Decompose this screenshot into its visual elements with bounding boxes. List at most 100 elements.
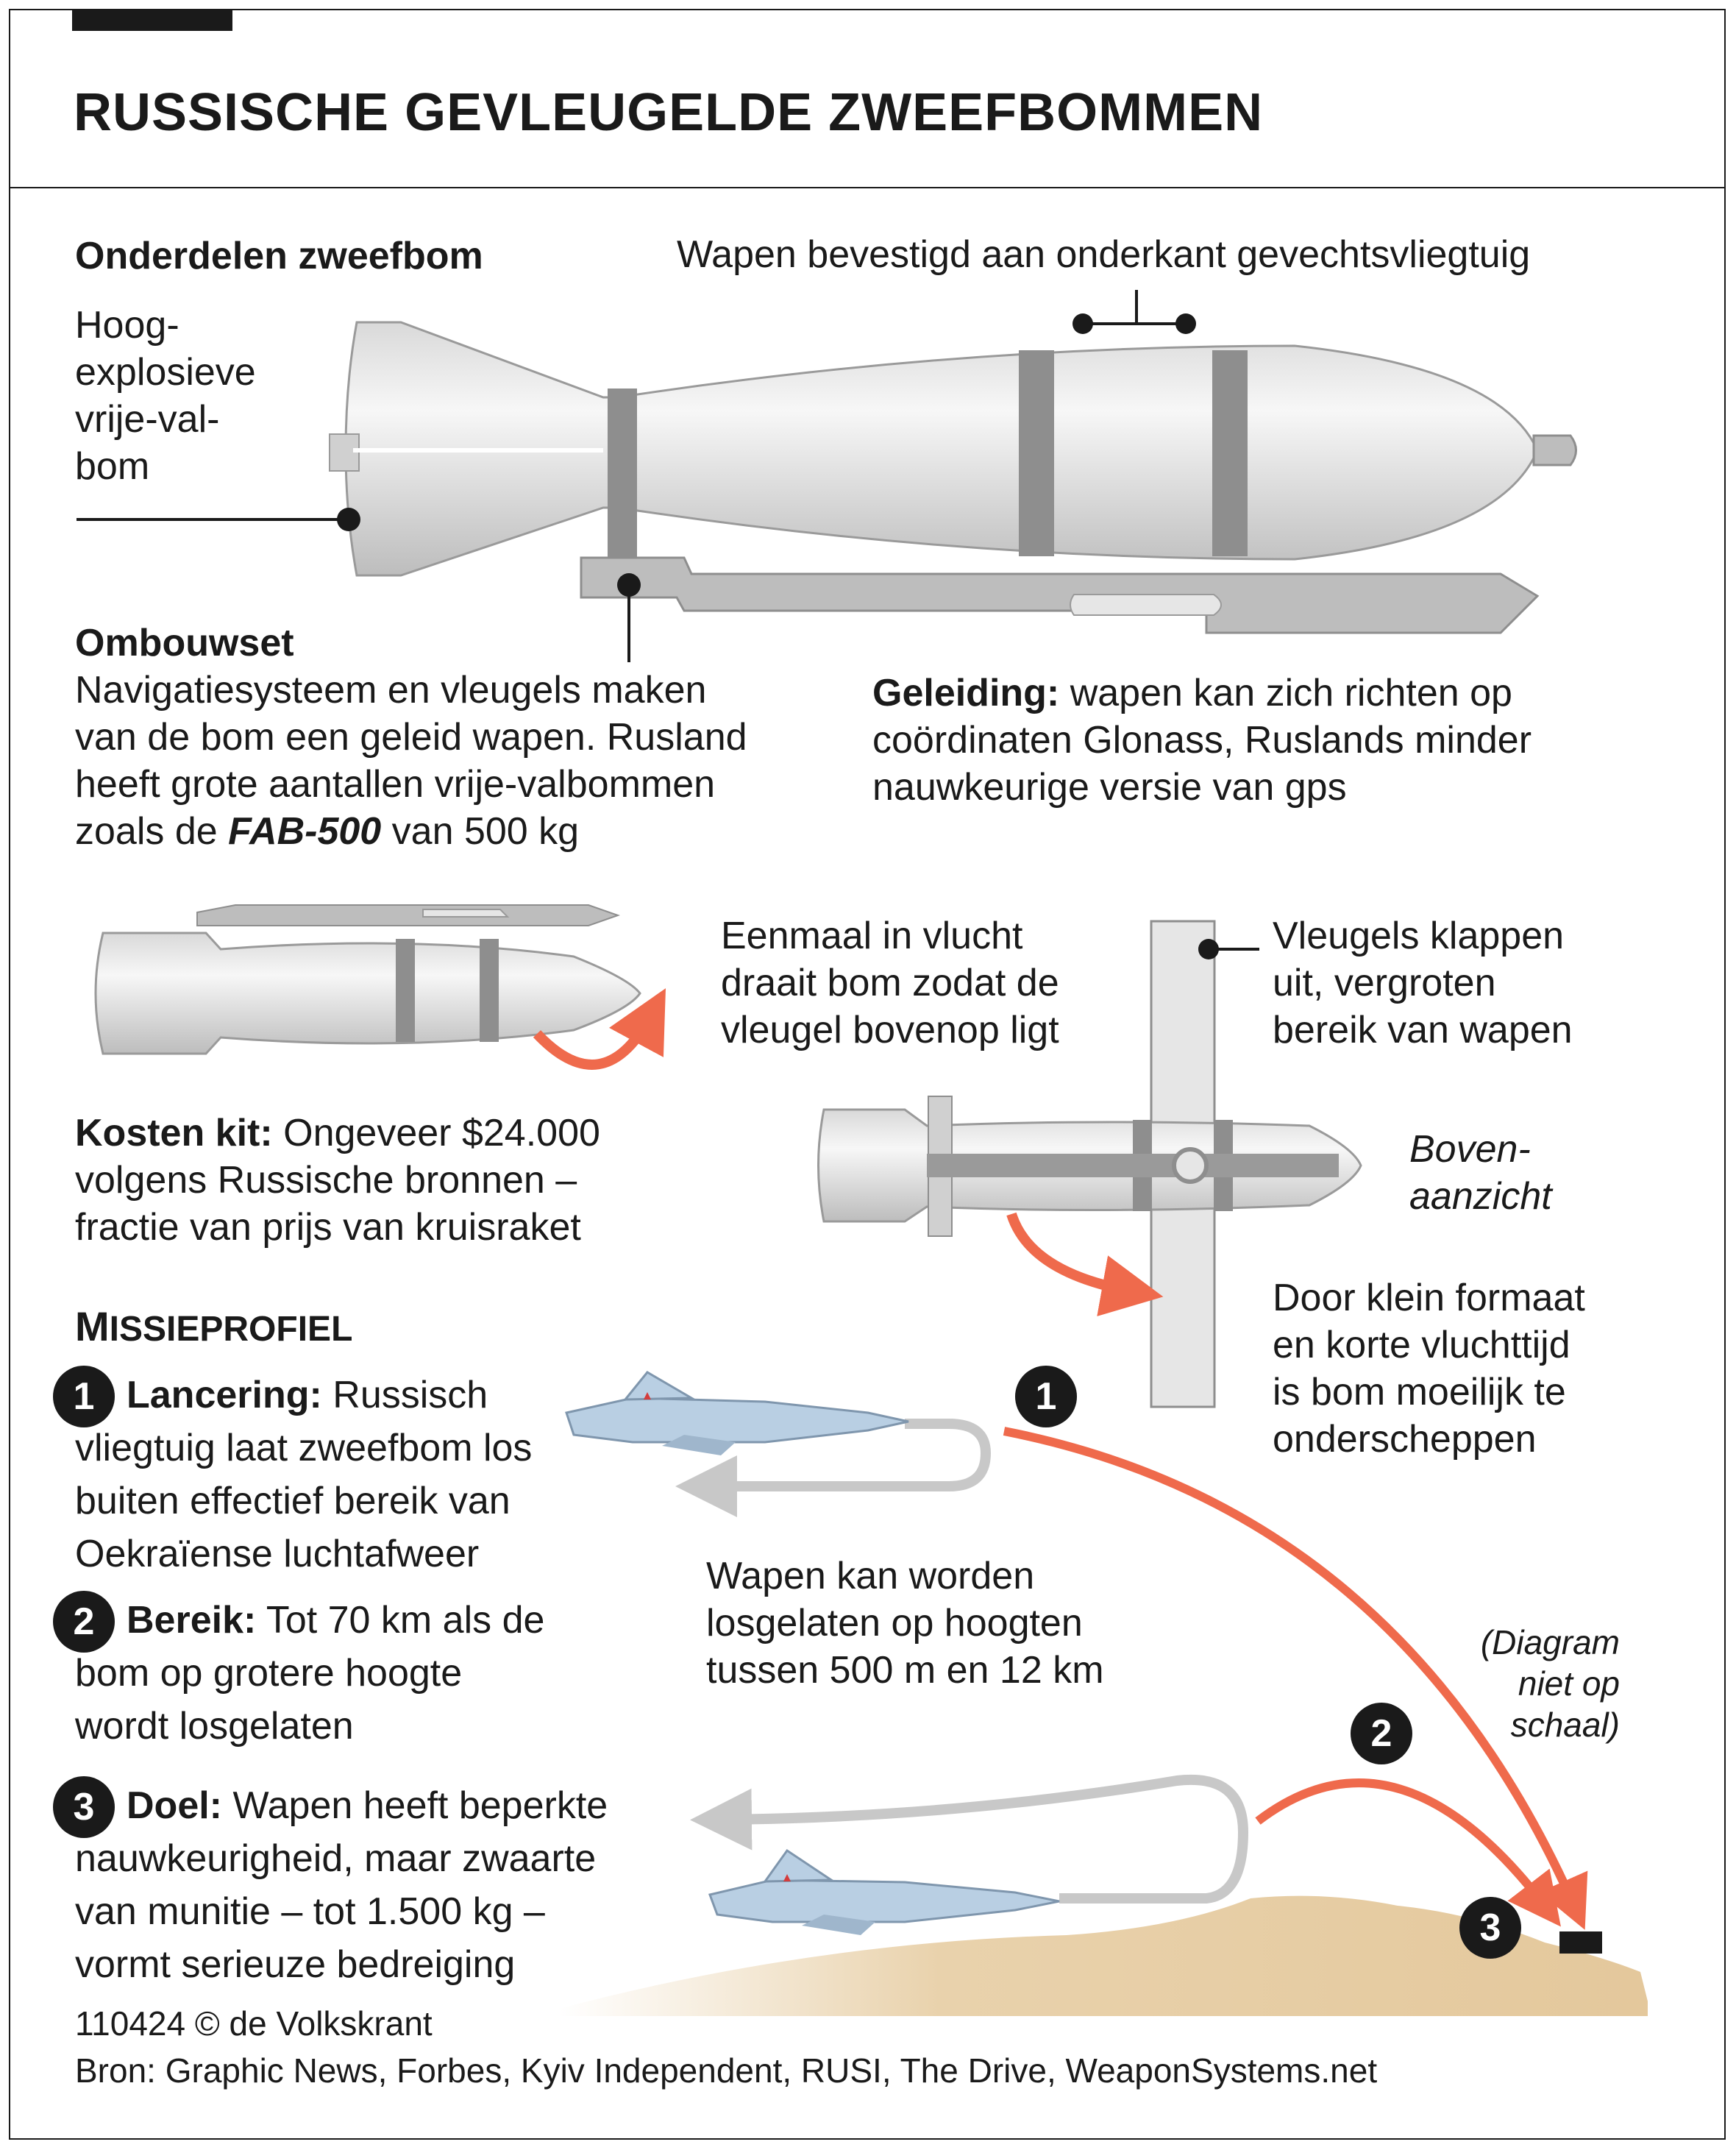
step-2-line: wordt losgelaten [75,1705,354,1748]
top-view-line: Boven- [1409,1128,1531,1171]
bomb-nose-fuze [1532,434,1577,466]
small-size-line: is bom moeilijk te [1273,1371,1566,1413]
rotate-line: vleugel bovenop ligt [721,1009,1059,1051]
target-marker [1559,1931,1602,1954]
step-1-line: Oekraïense luchtafweer [75,1533,480,1575]
step-1-label: Lancering: [127,1374,322,1416]
bomb-label-line: Hoog- [75,304,179,347]
wings-line: bereik van wapen [1273,1009,1573,1051]
step-1-line: vliegtuig laat zweefbom los [75,1427,533,1469]
conversion-suffix: van 500 kg [381,810,580,853]
fab-500-name: FAB-500 [228,810,382,853]
title-accent-bar [72,10,232,31]
deploy-arrow [1006,1212,1164,1316]
step-1-line: buiten effectief bereik van [75,1480,511,1522]
guidance-line: wapen kan zich richten op [1059,672,1512,714]
title-divider [9,187,1726,188]
conversion-line: heeft grote aantallen vrije-valbommen [75,763,716,806]
rotate-line: Eenmaal in vlucht [721,915,1023,957]
scale-note-line: niet op [1518,1664,1620,1703]
wing-pivot [1172,1147,1209,1184]
bomb-label-line: explosieve [75,351,256,394]
lower-jet-fuselage [708,1878,1060,1923]
cost-line: volgens Russische bronnen – [75,1159,577,1202]
long-range-trajectory [1003,1427,1588,1930]
step-2-label: Bereik: [127,1599,257,1642]
attach-point-rear [1175,313,1196,334]
cost-line: Ongeveer $24.000 [272,1112,600,1154]
conversion-kit-rail [580,556,1540,634]
small-size-line: Door klein formaat [1273,1277,1585,1319]
mission-heading-initial: M [75,1303,110,1349]
small-bomb-rail [196,904,621,926]
rotating-bomb [94,904,666,1070]
lower-jet [708,1848,1060,1935]
folded-wings [1070,594,1222,616]
bomb-leader-dot [337,508,360,531]
step-1-line-first: Lancering: Russisch [127,1372,488,1419]
cost-line: fractie van prijs van kruisraket [75,1206,581,1249]
lower-jet-wing [802,1915,875,1935]
attach-label: Wapen bevestigd aan onderkant gevechtsvl… [677,233,1531,276]
altitude-line: Wapen kan worden [706,1555,1035,1597]
small-size-line: en korte vluchttijd [1273,1324,1570,1366]
upper-return-path [675,1419,992,1517]
guidance-line-first: Geleiding: wapen kan zich richten op [872,670,1512,717]
conversion-prefix: zoals de [75,810,229,853]
lower-return-path [690,1774,1249,1904]
side-view-bomb [77,290,1577,662]
guidance-label: Geleiding: [872,672,1060,714]
small-bomb-band-1 [396,939,415,1042]
rotation-arrow [533,988,666,1070]
infographic-frame [9,9,1726,2140]
diagram-badge-2: 2 [1351,1703,1412,1764]
bomb-label-line: bom [75,445,150,488]
bomb-tail-clamp [608,389,637,565]
scale-note-line: (Diagram [1480,1623,1620,1661]
terrain [559,1895,1648,2016]
guidance-line: nauwkeurige versie van gps [872,766,1347,809]
top-view-rail [927,1154,1339,1177]
small-bomb-wings [422,909,510,918]
lower-jet-tail [763,1848,835,1883]
mission-heading: MISSIEPROFIEL [75,1302,352,1350]
diagram-badge-1: 1 [1015,1366,1077,1427]
upper-jet-tail [622,1371,696,1401]
footer-source: Bron: Graphic News, Forbes, Kyiv Indepen… [75,2051,1378,2090]
kit-leader-dot [617,573,641,597]
step-2-line: bom op grotere hoogte [75,1652,463,1695]
step-3-line: nauwkeurigheid, maar zwaarte [75,1837,597,1880]
conversion-line: van de bom een geleid wapen. Rusland [75,716,747,759]
conversion-line-last: zoals de FAB-500 van 500 kg [75,808,579,855]
step-3-line: Wapen heeft beperkte [222,1784,608,1827]
step-3-badge: 3 [53,1776,115,1838]
step-1-badge: 1 [53,1366,115,1427]
altitude-line: tussen 500 m en 12 km [706,1649,1104,1692]
small-size-line: onderscheppen [1273,1418,1537,1461]
small-bomb-band-2 [480,939,499,1042]
diagram-badge-3: 3 [1459,1897,1521,1959]
wings-leader-dot [1198,939,1219,959]
upper-jet-wing [662,1435,736,1455]
conversion-heading: Ombouwset [75,622,294,664]
page-title: RUSSISCHE GEVLEUGELDE ZWEEFBOMMEN [74,83,1264,142]
step-3-line: van munitie – tot 1.500 kg – [75,1890,545,1933]
small-bomb-body [94,932,641,1055]
step-2-line: Tot 70 km als de [256,1599,545,1642]
scale-note-line: schaal) [1510,1706,1620,1744]
components-heading: Onderdelen zweefbom [75,235,483,277]
attach-point-front [1072,313,1093,334]
altitude-line: losgelaten op hoogten [706,1602,1083,1645]
rotate-line: draait bom zodat de [721,962,1059,1004]
guidance-line: coördinaten Glonass, Ruslands minder [872,719,1532,762]
upper-jet-fuselage [565,1397,909,1444]
step-3-line: vormt serieuze bedreiging [75,1943,516,1986]
top-view-line: aanzicht [1409,1175,1552,1218]
footer-credit: 110424 © de Volkskrant [75,2004,433,2043]
short-range-trajectory [1255,1778,1561,1927]
wings-line: uit, vergroten [1273,962,1496,1004]
wings-line: Vleugels klappen [1273,915,1565,957]
cost-line-first: Kosten kit: Ongeveer $24.000 [75,1110,600,1157]
step-2-badge: 2 [53,1591,115,1653]
